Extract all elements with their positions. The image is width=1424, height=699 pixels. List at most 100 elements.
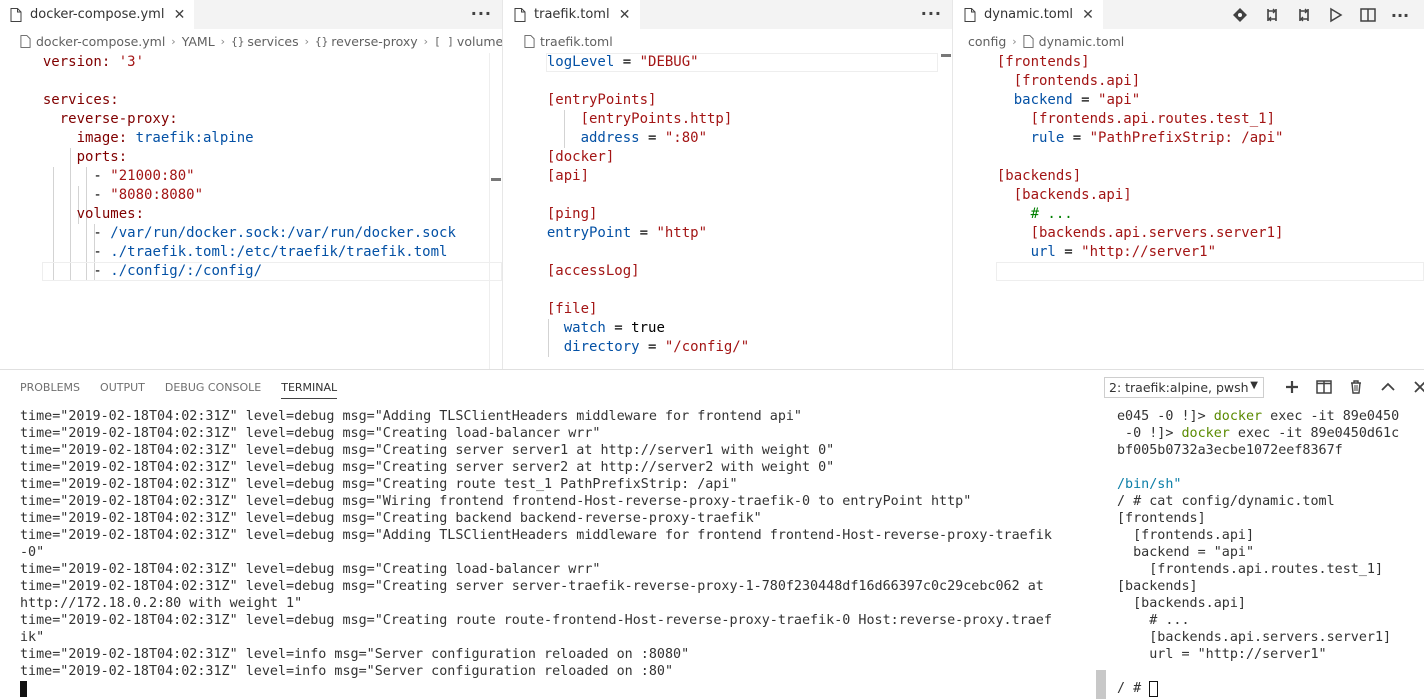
scrollbar-vertical[interactable] xyxy=(939,53,953,369)
breadcrumb-item-file[interactable]: dynamic.toml xyxy=(1023,34,1124,49)
terminal-line: [frontends.api] xyxy=(1117,527,1417,544)
editor-group-compose: docker-compose.yml ✕ ··· docker-compose.… xyxy=(0,0,503,369)
tab-output[interactable]: OUTPUT xyxy=(100,381,145,394)
code-line: backend = "api" xyxy=(980,91,1424,110)
indent-guide xyxy=(86,167,87,281)
code-line xyxy=(980,148,1424,167)
code-token: entryPoint xyxy=(530,225,632,241)
code-token: volumes: xyxy=(26,206,145,222)
terminal-line xyxy=(1117,459,1417,476)
terminal-line: time="2019-02-18T04:02:31Z" level=debug … xyxy=(20,528,1052,543)
more-actions-icon[interactable]: ··· xyxy=(1390,5,1410,25)
code-line xyxy=(530,243,952,262)
breadcrumb-label: YAML xyxy=(181,33,215,49)
tab-terminal[interactable]: TERMINAL xyxy=(281,377,338,399)
breadcrumb-item-volumes[interactable]: [ ]volumes xyxy=(434,34,502,49)
code-line: - ./config/:/config/ xyxy=(26,262,502,281)
compare-next-icon[interactable] xyxy=(1288,5,1320,25)
current-line-highlight xyxy=(546,53,938,72)
breadcrumb-item-yaml[interactable]: YAML xyxy=(182,34,215,49)
close-panel-icon[interactable] xyxy=(1404,376,1424,398)
code-token: true xyxy=(631,320,665,336)
code-line: version: '3' xyxy=(26,53,502,72)
code-token: = xyxy=(1072,92,1099,108)
code-line: ports: xyxy=(26,148,502,167)
terminal-line: time="2019-02-18T04:02:31Z" level=debug … xyxy=(20,409,802,424)
tab-dynamic-toml[interactable]: dynamic.toml ✕ xyxy=(954,0,1104,29)
code-editor-dynamic[interactable]: [frontends] [frontends.api] backend = "a… xyxy=(980,53,1424,369)
code-line: [api] xyxy=(530,167,952,186)
code-editor-traefik[interactable]: logLevel = "DEBUG" [entryPoints] [entryP… xyxy=(530,53,952,369)
terminal-line: /bin/sh" xyxy=(1117,476,1417,493)
code-token: [file] xyxy=(530,301,598,317)
file-icon xyxy=(10,7,22,22)
terminal-token: /bin/sh" xyxy=(1117,477,1182,492)
compare-previous-icon[interactable] xyxy=(1256,5,1288,25)
terminal-line: bf005b0732a3ecbe1072eef8367f xyxy=(1117,442,1417,459)
code-line: address = ":80" xyxy=(530,129,952,148)
run-icon[interactable] xyxy=(1320,5,1352,25)
code-token: url xyxy=(980,244,1056,260)
code-line: watch = true xyxy=(530,319,952,338)
code-token: - xyxy=(26,244,111,260)
more-actions-icon[interactable]: ··· xyxy=(470,4,492,23)
current-line-highlight xyxy=(996,262,1424,281)
code-line: url = "http://server1" xyxy=(980,243,1424,262)
tab-docker-compose[interactable]: docker-compose.yml ✕ xyxy=(0,0,195,29)
terminal-output-right[interactable]: e045 -0 !]> docker exec -it 89e0450 -0 !… xyxy=(1117,408,1417,697)
scrollbar-thumb[interactable] xyxy=(941,54,951,57)
terminal-token: docker xyxy=(1181,426,1230,441)
breadcrumb-item-reverse-proxy[interactable]: {}reverse-proxy xyxy=(315,34,418,49)
new-terminal-icon[interactable] xyxy=(1276,376,1308,398)
code-line: [frontends.api] xyxy=(980,72,1424,91)
tab-bar: docker-compose.yml ✕ ··· xyxy=(0,0,502,29)
close-icon[interactable]: ✕ xyxy=(618,6,631,23)
close-icon[interactable]: ✕ xyxy=(1082,6,1094,23)
chevron-up-icon[interactable] xyxy=(1372,376,1404,398)
chevron-right-icon: › xyxy=(220,34,226,48)
open-changes-icon[interactable] xyxy=(1224,5,1256,25)
breadcrumb-item-file[interactable]: traefik.toml xyxy=(524,34,613,49)
terminal-line xyxy=(1117,663,1417,680)
code-token: "8080:8080" xyxy=(110,187,204,203)
breadcrumb-item-file[interactable]: docker-compose.yml xyxy=(20,34,165,49)
terminal-token: [backends] xyxy=(1117,579,1198,594)
code-token: [docker] xyxy=(530,149,615,165)
code-token: - xyxy=(26,168,111,184)
tab-traefik-toml[interactable]: traefik.toml ✕ xyxy=(504,0,640,29)
terminal-output-left[interactable]: time="2019-02-18T04:02:31Z" level=debug … xyxy=(20,408,1052,680)
terminal-cursor xyxy=(1149,681,1158,697)
code-line: [entryPoints] xyxy=(530,91,952,110)
code-line: [ping] xyxy=(530,205,952,224)
terminal-line: time="2019-02-18T04:02:31Z" level=debug … xyxy=(20,460,835,475)
breadcrumb-item-services[interactable]: {}services xyxy=(231,34,299,49)
breadcrumb-item-config[interactable]: config xyxy=(968,34,1006,49)
code-token: "api" xyxy=(1098,92,1141,108)
tab-debug-console[interactable]: DEBUG CONSOLE xyxy=(164,381,262,394)
terminal-token: [backends.api] xyxy=(1117,596,1246,611)
breadcrumb: docker-compose.yml › YAML › {}services ›… xyxy=(0,29,502,53)
code-editor-compose[interactable]: version: '3' services: reverse-proxy: im… xyxy=(26,53,502,369)
trash-icon[interactable] xyxy=(1340,376,1372,398)
indent-guide xyxy=(70,148,71,281)
chevron-right-icon: › xyxy=(171,34,176,48)
panel-tabs: PROBLEMS OUTPUT DEBUG CONSOLE TERMINAL xyxy=(0,370,1424,405)
tab-problems[interactable]: PROBLEMS xyxy=(20,381,81,394)
terminal-select[interactable]: 2: traefik:alpine, pwsh ▼ xyxy=(1104,377,1264,398)
scrollbar-vertical[interactable] xyxy=(489,53,503,369)
split-editor-icon[interactable] xyxy=(1352,5,1384,25)
code-line: [file] xyxy=(530,300,952,319)
terminal-scrollbar-thumb[interactable] xyxy=(1096,670,1106,699)
close-icon[interactable]: ✕ xyxy=(173,6,186,23)
code-line: [backends.api] xyxy=(980,186,1424,205)
scrollbar-thumb[interactable] xyxy=(491,178,501,181)
code-token: # ... xyxy=(980,206,1073,222)
code-token: rule xyxy=(980,130,1065,146)
more-actions-icon[interactable]: ··· xyxy=(920,4,942,23)
terminal-token: bf005b0732a3ecbe1072eef8367f xyxy=(1117,443,1343,458)
split-terminal-icon[interactable] xyxy=(1308,376,1340,398)
code-token: - xyxy=(26,187,111,203)
terminal-token: [frontends] xyxy=(1117,511,1206,526)
code-line: reverse-proxy: xyxy=(26,110,502,129)
code-token: [api] xyxy=(530,168,590,184)
